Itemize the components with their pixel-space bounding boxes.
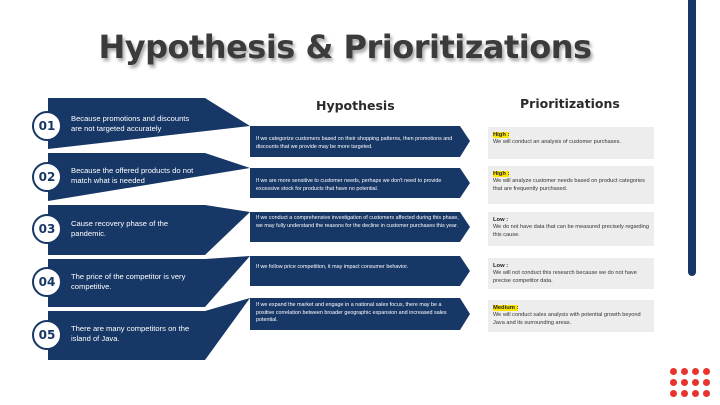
row-number-3: 03 bbox=[32, 214, 62, 244]
row-number-4: 04 bbox=[32, 267, 62, 297]
decorative-dots bbox=[670, 368, 714, 397]
prioritizations-heading: Prioritizations bbox=[520, 96, 620, 111]
hypothesis-text-3: If we conduct a comprehensive investigat… bbox=[256, 215, 459, 229]
priority-box-2: High : We will analyze customer needs ba… bbox=[488, 166, 654, 204]
reason-banner-5 bbox=[48, 298, 250, 360]
hypothesis-banner-3 bbox=[250, 212, 470, 242]
priority-text-5: We will conduct sales analysis with pote… bbox=[493, 312, 641, 326]
hypothesis-text-4: If we follow price competition, it may i… bbox=[256, 264, 409, 270]
priority-text-2: We will analyze customer needs based on … bbox=[493, 178, 645, 192]
priority-text-4: We will not conduct this research becaus… bbox=[493, 270, 637, 284]
reason-banner-2 bbox=[48, 153, 250, 201]
hypothesis-banner-5 bbox=[250, 298, 470, 330]
reason-banner-3 bbox=[48, 205, 250, 255]
priority-level-1: High : bbox=[493, 132, 510, 138]
priority-box-1: High : We will conduct an analysis of cu… bbox=[488, 127, 654, 159]
dot bbox=[703, 379, 710, 386]
hypothesis-text-1: If we categorize customers based on thei… bbox=[256, 136, 453, 150]
reason-banner-1 bbox=[48, 98, 250, 149]
dot bbox=[681, 390, 688, 397]
slide-title: Hypothesis & Prioritizations bbox=[98, 28, 592, 66]
priority-level-4: Low : bbox=[493, 263, 509, 269]
row-number-1: 01 bbox=[32, 111, 62, 141]
hypothesis-banner-2 bbox=[250, 168, 470, 198]
hypothesis-text-2: If we are more sensitive to customer nee… bbox=[256, 178, 442, 192]
dot bbox=[681, 368, 688, 375]
hypothesis-heading: Hypothesis bbox=[316, 98, 395, 113]
priority-level-3: Low : bbox=[493, 217, 509, 223]
row-number-5: 05 bbox=[32, 320, 62, 350]
row-number-2: 02 bbox=[32, 162, 62, 192]
dot bbox=[692, 368, 699, 375]
dot bbox=[670, 368, 677, 375]
dot bbox=[681, 379, 688, 386]
priority-box-4: Low : We will not conduct this research … bbox=[488, 258, 654, 289]
dot bbox=[670, 379, 677, 386]
reason-text-5: There are many competitors on the island… bbox=[71, 324, 190, 343]
hypothesis-text-5: If we expand the market and engage in a … bbox=[256, 302, 447, 323]
dot bbox=[703, 390, 710, 397]
dot bbox=[703, 368, 710, 375]
priority-level-2: High : bbox=[493, 171, 510, 177]
hypothesis-banner-1 bbox=[250, 126, 470, 157]
priority-box-3: Low : We do not have data that can be me… bbox=[488, 212, 654, 246]
side-accent-bar bbox=[688, 0, 696, 276]
reason-banner-4 bbox=[48, 256, 250, 307]
dot bbox=[692, 379, 699, 386]
hypothesis-banner-4 bbox=[250, 256, 470, 286]
priority-box-5: Medium : We will conduct sales analysis … bbox=[488, 300, 654, 332]
dot bbox=[692, 390, 699, 397]
reason-text-1: Because promotions and discounts are not… bbox=[71, 114, 190, 133]
priority-text-3: We do not have data that can be measured… bbox=[493, 224, 649, 238]
reason-text-2: Because the offered products do not matc… bbox=[71, 166, 194, 185]
reason-text-3: Cause recovery phase of the pandemic. bbox=[71, 219, 169, 238]
priority-text-1: We will conduct an analysis of customer … bbox=[493, 139, 621, 145]
dot bbox=[670, 390, 677, 397]
reason-text-4: The price of the competitor is very comp… bbox=[71, 272, 186, 291]
priority-level-5: Medium : bbox=[493, 305, 519, 311]
